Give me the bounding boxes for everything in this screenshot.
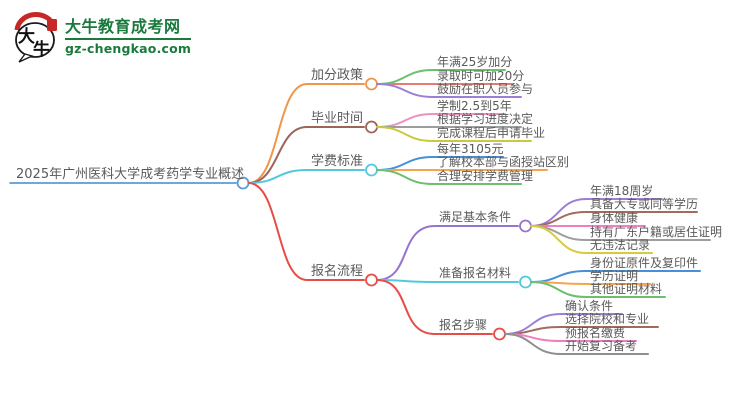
leaf-label[interactable]: 鼓励在职人员参与 bbox=[437, 81, 533, 96]
leaf-connector bbox=[376, 83, 522, 98]
leaf-label[interactable]: 无违法记录 bbox=[590, 238, 650, 252]
leaf-label[interactable]: 年满18周岁 bbox=[590, 183, 653, 198]
branch-node-toggle[interactable] bbox=[365, 77, 378, 91]
leaf-label[interactable]: 确认条件 bbox=[565, 299, 613, 313]
leaf-label[interactable]: 合理安排学费管理 bbox=[437, 168, 533, 183]
branch-node-label[interactable]: 加分政策 bbox=[311, 67, 363, 83]
root-node-label[interactable]: 2025年广州医科大学成考药学专业概述 bbox=[16, 166, 244, 182]
leaf-connector bbox=[530, 281, 666, 298]
leaf-label[interactable]: 选择院校和专业 bbox=[565, 311, 649, 326]
branch-connector bbox=[247, 169, 365, 184]
leaf-connector bbox=[530, 225, 653, 254]
branch-node-label[interactable]: 学费标准 bbox=[311, 153, 363, 169]
subbranch-prepare-materials: 准备报名材料 身份证原件及复印件 学历证明 其他证明材料 bbox=[376, 255, 701, 298]
subbranch-connector bbox=[376, 279, 493, 335]
subbranch-node-toggle[interactable] bbox=[519, 275, 532, 289]
logo-speech-bubble bbox=[15, 22, 55, 58]
leaf-connector bbox=[504, 333, 649, 355]
leaf-label[interactable]: 学历证明 bbox=[590, 268, 638, 283]
logo-divider bbox=[65, 38, 192, 41]
branch-node-label[interactable]: 报名流程 bbox=[311, 263, 363, 279]
leaf-label[interactable]: 了解校本部与函授站区别 bbox=[437, 154, 569, 169]
bubble-tail bbox=[18, 53, 35, 63]
leaf-label[interactable]: 根据学习进度决定 bbox=[437, 111, 533, 126]
subbranch-node-label[interactable]: 满足基本条件 bbox=[439, 210, 511, 224]
subbranch-node-toggle[interactable] bbox=[493, 327, 506, 341]
subbranch-node-toggle[interactable] bbox=[519, 219, 532, 233]
branch-node-toggle[interactable] bbox=[365, 163, 378, 177]
leaf-label[interactable]: 持有广东户籍或居住证明 bbox=[590, 224, 722, 239]
branch-bonus-policy: 加分政策 年满25岁加分 录取时可加20分 鼓励在职人员参与 bbox=[247, 54, 533, 184]
logo-char-niu: 牛 bbox=[33, 39, 50, 60]
branch-node-label[interactable]: 毕业时间 bbox=[311, 111, 363, 126]
leaf-label[interactable]: 每年3105元 bbox=[437, 141, 504, 156]
subbranch-registration-steps: 报名步骤 确认条件 选择院校和专业 预报名缴费 开始复习备考 bbox=[376, 279, 659, 355]
leaf-label[interactable]: 具备大专或同等学历 bbox=[590, 196, 698, 211]
leaf-label[interactable]: 学制2.5到5年 bbox=[437, 98, 512, 113]
site-domain: gz-chengkao.com bbox=[65, 41, 192, 57]
branch-graduation-time: 毕业时间 学制2.5到5年 根据学习进度决定 完成课程后申请毕业 bbox=[247, 98, 545, 184]
leaf-connector bbox=[376, 126, 532, 142]
logo-text-block: 大牛教育成考网 gz-chengkao.com bbox=[65, 11, 192, 57]
leaf-label[interactable]: 年满25岁加分 bbox=[437, 54, 512, 69]
site-logo: 大 牛 大牛教育成考网 gz-chengkao.com bbox=[12, 11, 192, 63]
branch-node-toggle[interactable] bbox=[365, 273, 378, 287]
leaf-connector bbox=[376, 169, 522, 185]
subbranch-connector bbox=[376, 225, 519, 281]
subbranch-connector bbox=[376, 279, 519, 283]
leaf-label[interactable]: 身体健康 bbox=[590, 210, 638, 225]
branch-node-toggle[interactable] bbox=[365, 120, 378, 134]
branch-connector bbox=[247, 182, 365, 281]
branch-connector bbox=[247, 83, 365, 184]
subbranch-basic-conditions: 满足基本条件 年满18周岁 具备大专或同等学历 身体健康 持有广东户籍或居住证明… bbox=[376, 183, 722, 281]
logo-red-seal bbox=[47, 19, 57, 31]
daniu-bubble-logo: 大 牛 bbox=[14, 11, 57, 63]
subbranch-node-label[interactable]: 报名步骤 bbox=[439, 317, 487, 332]
branch-registration-process: 报名流程 满足基本条件 年满18周岁 具备大专或同等学历 身体健康 持有广东户籍… bbox=[247, 182, 722, 355]
leaf-label[interactable]: 完成课程后申请毕业 bbox=[437, 125, 545, 140]
leaf-label[interactable]: 录取时可加20分 bbox=[437, 69, 524, 83]
leaf-label[interactable]: 身份证原件及复印件 bbox=[590, 255, 698, 270]
branch-tuition-standard: 学费标准 每年3105元 了解校本部与函授站区别 合理安排学费管理 bbox=[247, 141, 569, 185]
leaf-label[interactable]: 预报名缴费 bbox=[565, 325, 625, 340]
branch-connector bbox=[247, 126, 365, 184]
subbranch-node-label[interactable]: 准备报名材料 bbox=[439, 265, 511, 280]
root-node: 2025年广州医科大学成考药学专业概述 bbox=[9, 166, 250, 190]
site-name: 大牛教育成考网 bbox=[65, 17, 181, 36]
leaf-label[interactable]: 其他证明材料 bbox=[590, 282, 662, 296]
logo-char-da: 大 bbox=[18, 26, 35, 47]
leaf-label[interactable]: 开始复习备考 bbox=[565, 339, 637, 353]
